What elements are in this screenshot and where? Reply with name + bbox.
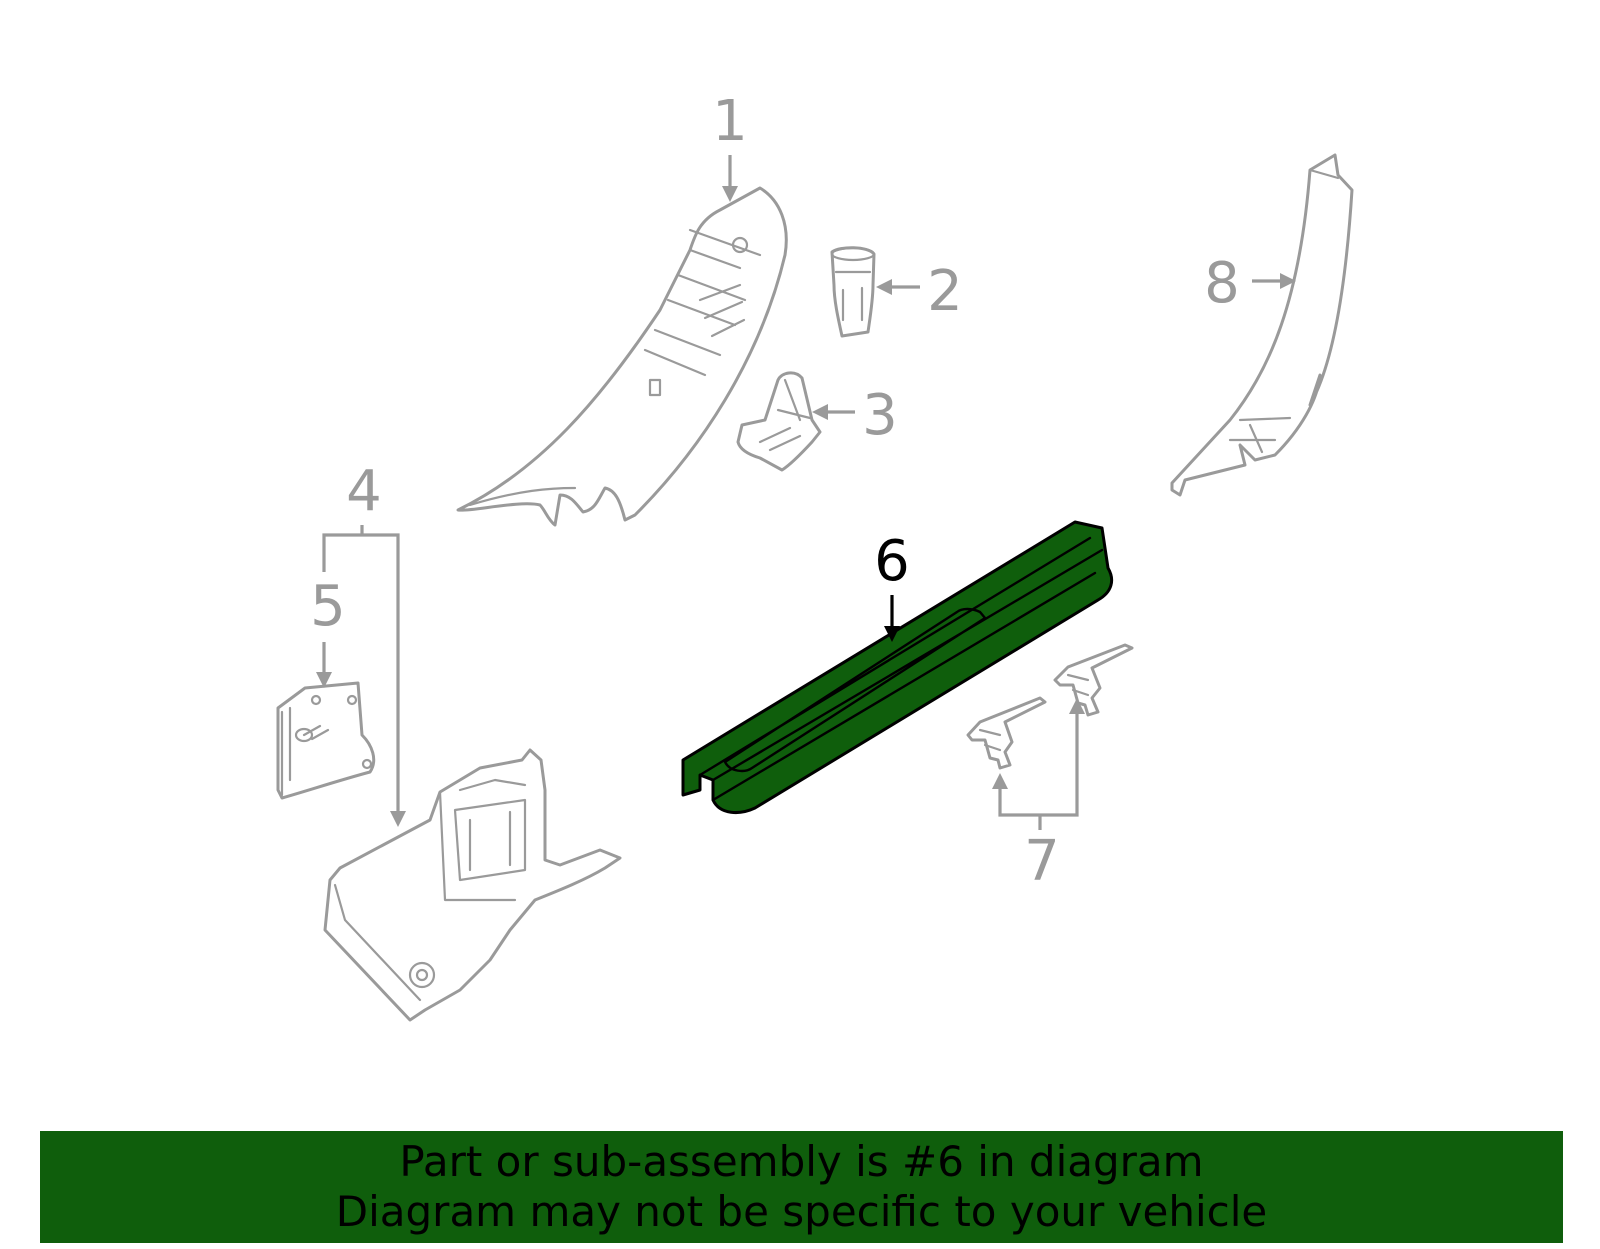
part-3-retainer[interactable] bbox=[736, 371, 822, 472]
info-banner: Part or sub-assembly is #6 in diagram Di… bbox=[40, 1131, 1563, 1243]
callout-7: 7 bbox=[1024, 829, 1060, 894]
callout-6: 6 bbox=[874, 529, 910, 594]
banner-line-1: Part or sub-assembly is #6 in diagram bbox=[399, 1137, 1204, 1186]
part-8-pillar-trim[interactable] bbox=[1170, 153, 1354, 497]
callout-8: 8 bbox=[1204, 251, 1240, 316]
callout-4: 4 bbox=[346, 459, 382, 524]
leader-lines bbox=[316, 155, 1296, 830]
banner-line-2: Diagram may not be specific to your vehi… bbox=[335, 1187, 1268, 1236]
parts-diagram: 1 2 3 4 5 6 7 8 bbox=[276, 89, 1354, 1022]
callout-2: 2 bbox=[927, 259, 963, 324]
callout-1: 1 bbox=[712, 89, 748, 154]
callout-3: 3 bbox=[862, 383, 898, 448]
part-1-pillar-trim[interactable] bbox=[456, 186, 788, 527]
part-5-bracket[interactable] bbox=[276, 681, 376, 800]
part-2-clip[interactable] bbox=[830, 246, 876, 338]
part-6-sill-plate[interactable] bbox=[681, 520, 1114, 814]
part-7-clip-front[interactable] bbox=[966, 696, 1047, 770]
part-7-clip-rear[interactable] bbox=[1053, 643, 1134, 717]
part-4-kick-panel[interactable] bbox=[323, 748, 622, 1022]
callout-5: 5 bbox=[310, 574, 346, 639]
